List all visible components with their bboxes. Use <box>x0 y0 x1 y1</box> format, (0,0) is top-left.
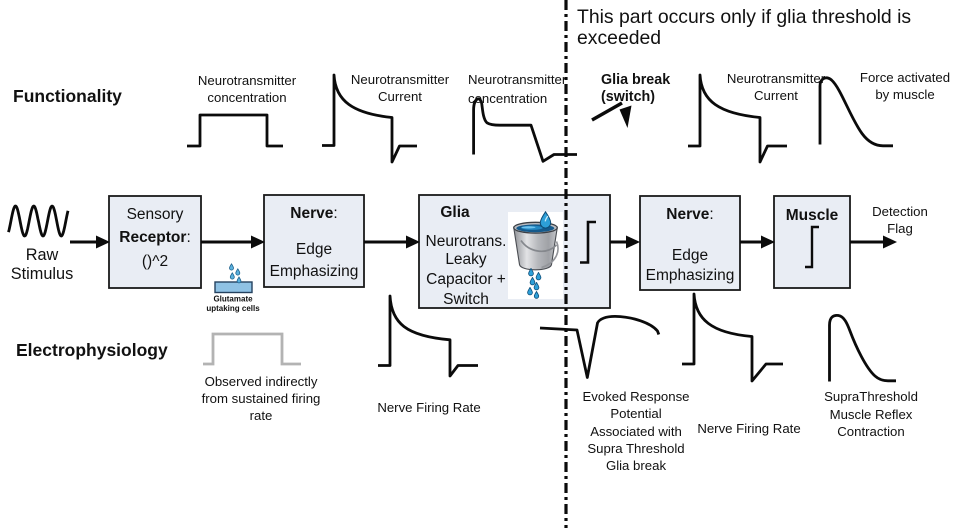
svg-text:(switch): (switch) <box>601 89 655 105</box>
svg-text:Switch: Switch <box>443 291 489 308</box>
svg-text:Flag: Flag <box>887 221 913 236</box>
svg-text:This part occurs only if glia: This part occurs only if glia threshold … <box>577 6 911 28</box>
svg-text:Neurotransmitter: Neurotransmitter <box>198 73 297 88</box>
svg-text:Leaky: Leaky <box>445 251 487 268</box>
svg-text:concentration: concentration <box>468 91 547 106</box>
svg-text:Supra Threshold: Supra Threshold <box>587 441 684 456</box>
svg-text:Sensory: Sensory <box>127 206 184 223</box>
svg-text:uptaking cells: uptaking cells <box>206 304 260 313</box>
svg-text:Nerve Firing Rate: Nerve Firing Rate <box>377 400 480 415</box>
svg-text:Glutamate: Glutamate <box>213 295 253 304</box>
svg-text:Current: Current <box>754 88 798 103</box>
svg-text:Contraction: Contraction <box>837 424 904 439</box>
svg-text:Force activated: Force activated <box>860 70 950 85</box>
svg-text:Capacitor +: Capacitor + <box>426 271 506 288</box>
svg-text:Nerve:: Nerve: <box>290 205 337 222</box>
svg-text:Detection: Detection <box>872 204 928 219</box>
svg-text:Edge: Edge <box>296 241 332 258</box>
svg-text:Functionality: Functionality <box>13 86 122 106</box>
svg-text:Neurotransmitter: Neurotransmitter <box>351 72 450 87</box>
svg-text:Potential: Potential <box>610 406 661 421</box>
svg-text:from sustained firing: from sustained firing <box>202 391 321 406</box>
svg-text:Receptor:: Receptor: <box>119 229 191 246</box>
svg-text:Raw: Raw <box>26 246 59 264</box>
svg-text:Neurotransmitter: Neurotransmitter <box>468 72 567 87</box>
svg-text:Edge: Edge <box>672 247 708 264</box>
svg-text:Stimulus: Stimulus <box>11 265 73 283</box>
svg-text:SupraThreshold: SupraThreshold <box>824 389 918 404</box>
svg-text:Electrophysiology: Electrophysiology <box>16 340 168 360</box>
svg-text:Evoked Response: Evoked Response <box>582 389 689 404</box>
svg-text:()^2: ()^2 <box>142 253 168 270</box>
svg-text:by muscle: by muscle <box>875 87 934 102</box>
svg-text:Neurotrans.: Neurotrans. <box>426 233 507 250</box>
svg-text:exceeded: exceeded <box>577 27 661 49</box>
svg-text:Muscle: Muscle <box>786 207 839 224</box>
svg-text:Muscle Reflex: Muscle Reflex <box>830 407 913 422</box>
svg-text:Current: Current <box>378 89 422 104</box>
svg-text:Associated with: Associated with <box>590 424 682 439</box>
svg-text:Glia: Glia <box>440 204 470 221</box>
svg-text:concentration: concentration <box>207 90 286 105</box>
svg-text:Glia break: Glia break <box>601 72 670 88</box>
svg-text:Emphasizing: Emphasizing <box>646 267 735 284</box>
svg-text:rate: rate <box>250 408 273 423</box>
svg-text:Neurotransmitter: Neurotransmitter <box>727 71 826 86</box>
svg-text:Nerve Firing Rate: Nerve Firing Rate <box>697 421 800 436</box>
svg-text:Emphasizing: Emphasizing <box>270 263 359 280</box>
svg-text:Glia break: Glia break <box>606 458 667 473</box>
svg-text:Observed indirectly: Observed indirectly <box>205 374 318 389</box>
svg-text:Nerve:: Nerve: <box>666 206 713 223</box>
